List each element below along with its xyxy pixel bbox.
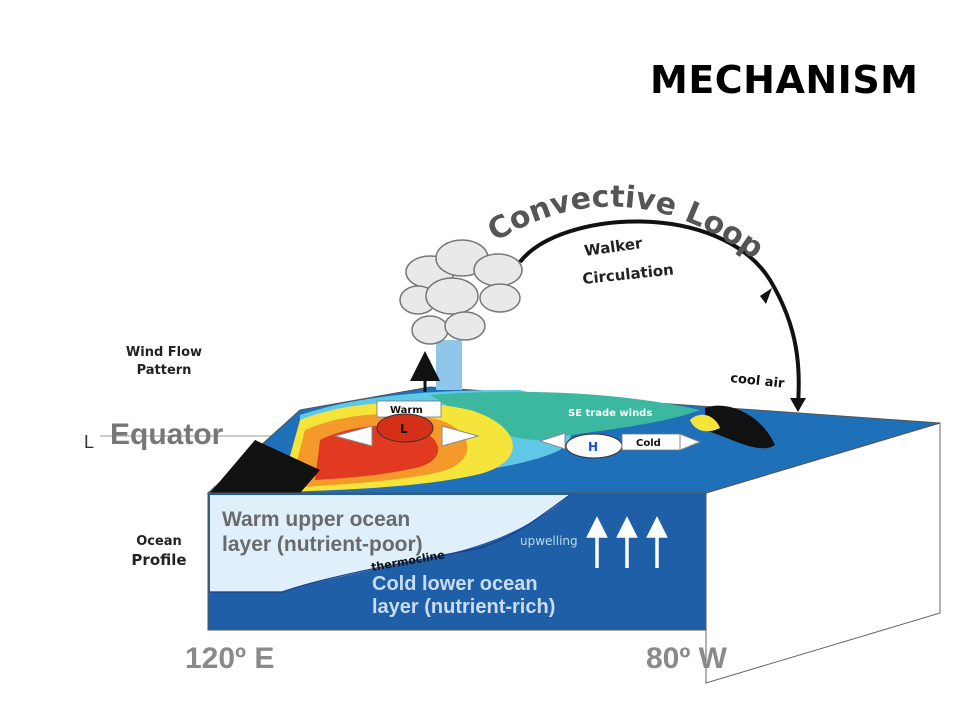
wind-flow-label-line2: Pattern (136, 363, 192, 378)
east-warm-patch (690, 414, 720, 432)
cold-layer-label-line2: layer (nutrient-rich) (372, 596, 555, 618)
ocean-profile-label: Ocean Profile (120, 533, 198, 569)
warm-layer-label-line1: Warm upper ocean (222, 508, 410, 531)
cold-wind-arrow (679, 433, 702, 451)
west-wind-arrow-right (441, 425, 480, 447)
thermocline-line (210, 494, 571, 593)
warm-layer-label-line2: layer (nutrient-poor) (222, 533, 423, 556)
warm-label: Warm (390, 405, 423, 416)
wind-flow-label-line1: Wind Flow (125, 345, 203, 360)
west-wind-arrow-left (333, 425, 373, 447)
page-title: MECHANISM (650, 58, 919, 102)
longitude-west-label: 120º E (185, 642, 274, 675)
convection-cloud (399, 239, 523, 345)
walker-label-line1: Walker (583, 234, 644, 260)
upwelling-arrows (586, 516, 668, 568)
wind-flow-label: Wind Flow Pattern (118, 344, 210, 380)
upwelling-label: upwelling (520, 534, 578, 548)
warm-upper-layer (210, 495, 570, 592)
longitude-east-label: 80º W (646, 642, 728, 675)
cool-air-label: cool air (730, 371, 786, 392)
land-east (705, 405, 775, 449)
land-west (210, 440, 320, 493)
loop-arrowhead-upper (760, 288, 772, 304)
convection-column (436, 340, 462, 390)
equator-label: Equator (110, 418, 224, 451)
low-pressure-label: L (400, 422, 408, 436)
stray-character: L (84, 432, 95, 452)
high-pressure-label: H (588, 440, 598, 454)
trade-wind-arrow-head (538, 432, 566, 450)
low-pressure-marker (376, 413, 434, 443)
walker-label-line2: Circulation (582, 260, 675, 287)
se-trade-winds-label: SE trade winds (568, 408, 652, 419)
cold-label: Cold (636, 438, 661, 449)
ocean-profile-label-line2: Profile (131, 551, 187, 569)
cold-layer-label-line1: Cold lower ocean (372, 573, 538, 595)
walker-loop-arc (518, 219, 801, 407)
loop-arrowhead-lower (790, 398, 806, 412)
ocean-profile-label-line1: Ocean (136, 534, 182, 549)
